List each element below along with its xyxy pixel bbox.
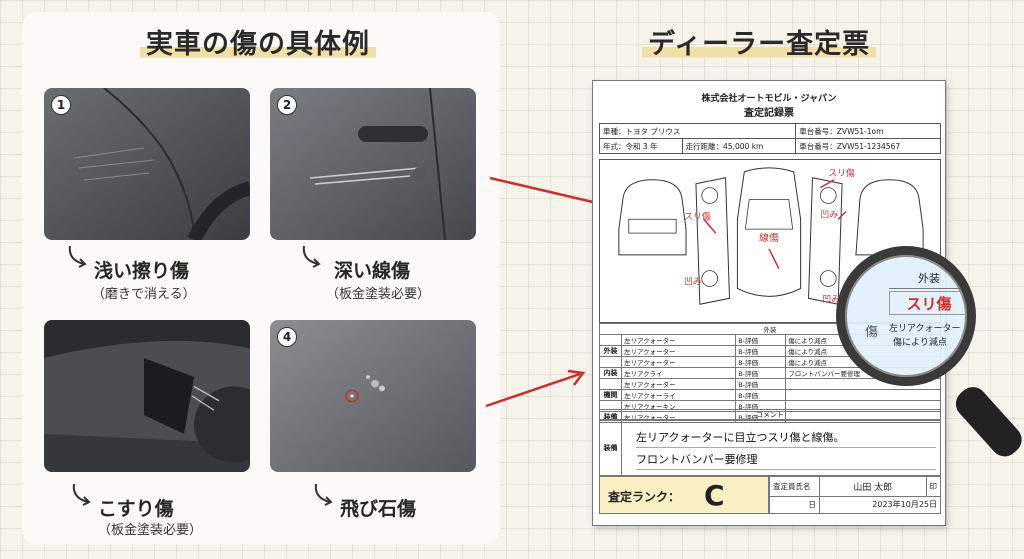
rank-value: C — [704, 479, 725, 512]
comment-box: 装備 左リアクォーターに目立つスリ傷と線傷。 フロントバンパー要修理 — [599, 420, 941, 476]
magnified-note: 傷により減点 — [893, 338, 947, 348]
photo-deep-line-scratch: 2 — [270, 88, 476, 240]
red-arrow-icon — [485, 369, 586, 408]
rank-label: 査定ランク： — [608, 490, 681, 504]
comment-line-1: 左リアクォーターに目立つスリ傷と線傷。 — [636, 429, 936, 448]
examples-title: 実車の傷の具体例 — [140, 22, 376, 61]
date-value: 2023年10月25日 — [819, 495, 941, 515]
diagram-label: 線傷 — [759, 231, 779, 244]
dealer-sheet-title: ディーラー査定票 — [642, 22, 877, 61]
vehicle-model: 車種：トヨタ プリウス — [598, 123, 797, 139]
diagram-label: スリ傷 — [684, 210, 711, 222]
magnifier-handle — [950, 381, 1024, 463]
caption-light-scratch-note: （磨きで消える） — [92, 287, 196, 302]
diagram-label: 凹み — [822, 294, 840, 305]
vehicle-info-table: 車種：トヨタ プリウス 車台番号：ZVW51-1om 年式：令和 3 年 走行距… — [598, 123, 941, 154]
date-label: 日 — [769, 495, 820, 515]
caption-arrow-icon — [72, 483, 91, 506]
magnified-scratch-label: スリ傷 — [889, 291, 967, 315]
caption-stone-chip: 飛び石傷 — [340, 498, 417, 520]
photo-stone-chip: 4 — [270, 320, 476, 472]
inspector-name: 山田 太郎 — [819, 476, 927, 497]
model-year: 年式：令和 3 年 — [599, 138, 683, 154]
caption-arrow-icon — [302, 245, 321, 268]
diagram-label: 凹み — [820, 209, 838, 220]
caption-deep-scratch: 深い線傷 — [334, 260, 411, 282]
caption-arrow-icon — [314, 483, 333, 506]
sheet-title: 査定記録票 — [744, 108, 794, 119]
comment-header: コメント — [599, 409, 941, 420]
magnified-part: 左リアクォーター — [889, 324, 961, 334]
photo-rub-scratch — [44, 320, 250, 472]
signature-table: 査定員氏名 山田 太郎 印 日 2023年10月25日 — [769, 476, 941, 515]
rank-box: 査定ランク： C — [599, 476, 769, 514]
photo-number-badge: 2 — [277, 95, 297, 115]
magnified-damage-category: 傷 — [865, 325, 879, 340]
caption-deep-scratch-note: （板金塗装必要） — [326, 287, 431, 302]
photo-number-badge: 4 — [277, 327, 297, 347]
comment-line-2: フロントバンパー要修理 — [636, 451, 936, 470]
diagram-label: 凹み — [684, 276, 702, 287]
car-damage-diagram: スリ傷 スリ傷 線傷 凹み 凹み 凹み — [599, 159, 941, 323]
company-name: 株式会社オートモビル・ジャパン — [701, 94, 837, 104]
comment-category: 装備 — [600, 421, 622, 475]
photo-light-scratch: 1 — [44, 88, 250, 240]
seal-mark: 印 — [925, 476, 941, 497]
caption-rub-scratch: こすり傷 — [98, 498, 174, 520]
inspector-label: 査定員氏名 — [769, 476, 820, 497]
chassis-number: 車台番号：ZVW51-1234567 — [795, 138, 941, 154]
caption-rub-scratch-note: （板金塗装必要） — [98, 523, 203, 538]
caption-light-scratch: 浅い擦り傷 — [94, 260, 190, 282]
mileage: 走行距離：45,000 km — [681, 138, 797, 154]
diagram-label: スリ傷 — [828, 167, 855, 179]
plate-number: 車台番号：ZVW51-1om — [795, 123, 941, 139]
caption-arrow-icon — [68, 245, 87, 268]
magnified-header: 外装 — [889, 269, 967, 289]
magnifier-icon: 外装 スリ傷 傷 左リアクォーター 傷により減点 — [836, 246, 976, 386]
photo-number-badge: 1 — [51, 95, 71, 115]
